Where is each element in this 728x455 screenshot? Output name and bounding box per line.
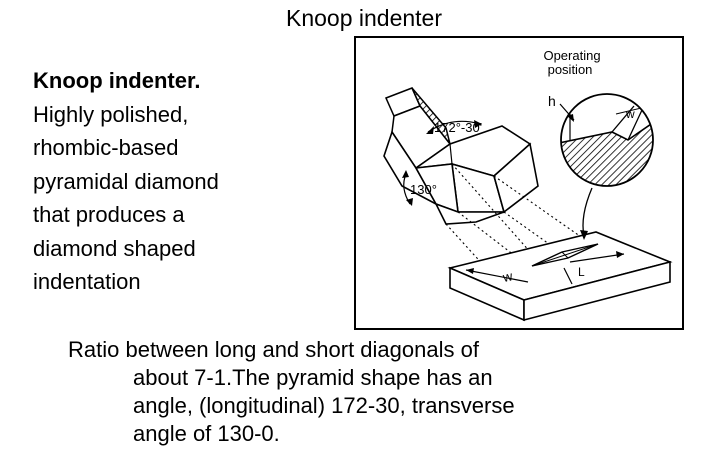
magnified-w-label: w xyxy=(625,107,635,121)
projection-lines xyxy=(445,163,595,273)
description-line: Highly polished, xyxy=(33,101,189,127)
description-line: that produces a xyxy=(33,202,185,227)
magnified-view xyxy=(560,93,654,240)
transverse-angle-label: 130° xyxy=(410,182,437,197)
arrowhead xyxy=(616,251,624,258)
arrowhead xyxy=(466,268,474,274)
description-heading: Knoop indenter. xyxy=(33,68,201,93)
description-line: diamond shaped xyxy=(33,235,196,261)
description-line: rhombic-based xyxy=(33,135,179,160)
notes-line: angle of 130-0. xyxy=(133,421,280,446)
notes-line: about 7-1.The pyramid shape has an xyxy=(133,365,493,390)
longitudinal-angle-label: 172°-30' xyxy=(434,120,482,135)
description-line: pyramidal diamond xyxy=(33,168,219,194)
ratio-notes: Ratio between long and short diagonals o… xyxy=(0,336,728,448)
description-line: indentation xyxy=(33,269,141,294)
angle-arrows xyxy=(402,120,482,206)
knoop-indenter-diagram: 172°-30' 130° w xyxy=(354,36,684,330)
knoop-indenter-figure: 172°-30' 130° w xyxy=(354,36,684,330)
specimen-dimension-arrows xyxy=(465,253,625,285)
indentation-mark xyxy=(531,243,599,267)
h-label: h xyxy=(548,93,556,109)
slide-title: Knoop indenter xyxy=(285,5,442,31)
specimen-block xyxy=(447,231,673,322)
operating-position-label-line2: position xyxy=(548,62,593,77)
notes-line: angle, (longitudinal) 172-30, transverse xyxy=(133,393,515,418)
notes-line: Ratio between long and short diagonals o… xyxy=(68,337,479,362)
diamond-pyramid xyxy=(383,125,539,225)
specimen-w-label: w xyxy=(501,268,515,285)
operating-position-label-line1: Operating xyxy=(543,48,600,63)
arrowhead xyxy=(567,114,574,122)
specimen-l-label: L xyxy=(578,265,585,279)
description-text: Knoop indenter. Highly polished, rhombic… xyxy=(33,64,333,299)
